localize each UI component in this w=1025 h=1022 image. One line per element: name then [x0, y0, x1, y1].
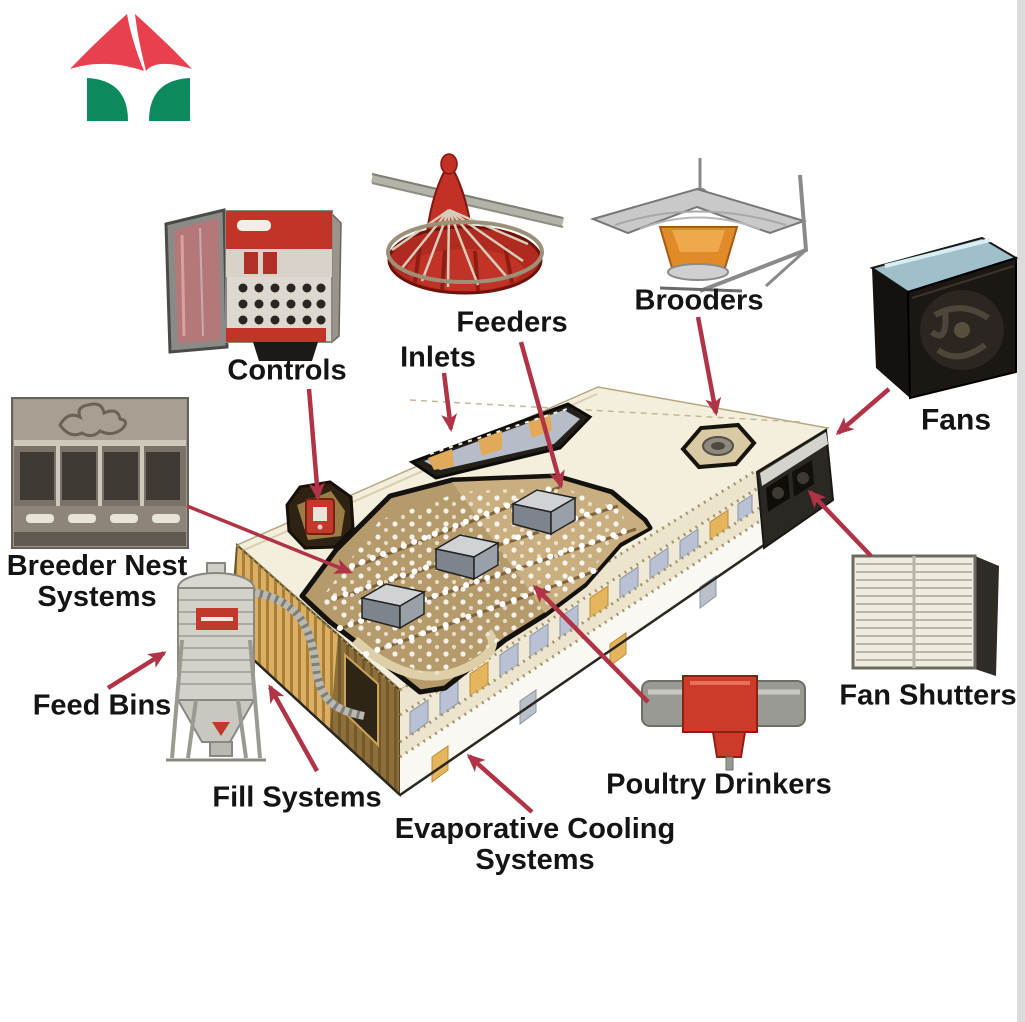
fan-blades [930, 305, 990, 360]
arrow-inlets [441, 372, 458, 432]
fan-shutter-photo [851, 554, 999, 676]
brooder-photo [589, 158, 809, 293]
hopper [510, 489, 578, 536]
label-breeder-nest-line2: Systems [37, 581, 157, 613]
label-feeders: Feeders [456, 306, 568, 339]
label-evaporative-line2: Systems [475, 844, 595, 876]
company-logo [70, 14, 192, 121]
sidewall-door [344, 652, 379, 748]
poultry-house-building [228, 386, 835, 798]
arrow-breeder-nest [186, 504, 353, 574]
label-breeder-nest-systems: Breeder Nest Systems [7, 551, 188, 613]
fan-photo [869, 236, 1019, 400]
logo-roof-right [135, 14, 192, 71]
logo-roof-left [70, 14, 144, 71]
label-breeder-nest-line1: Breeder Nest [6, 550, 188, 582]
logo-base-right [149, 78, 190, 121]
label-fill-systems: Fill Systems [212, 781, 382, 814]
label-controls: Controls [227, 354, 347, 387]
feeder-grill [391, 208, 529, 288]
arrow-fan-shutters [807, 489, 873, 558]
arrow-fans [835, 387, 891, 435]
arrow-feed-bins [106, 651, 167, 690]
label-evaporative-line1: Evaporative Cooling [394, 813, 676, 845]
nest-perch-slots [26, 514, 180, 523]
nest-openings [20, 446, 180, 506]
label-evaporative-cooling-systems: Evaporative Cooling Systems [395, 814, 675, 876]
silo-legs [170, 639, 262, 759]
label-fans: Fans [920, 403, 992, 437]
right-wall-base-line [399, 543, 765, 797]
hopper [359, 583, 427, 630]
callout-arrows [106, 316, 891, 814]
end-wall-fans [755, 428, 835, 550]
window-band [400, 488, 759, 742]
feeder-photo [370, 153, 565, 295]
arrow-brooders [695, 316, 722, 416]
scan-edge [1017, 0, 1025, 1022]
left-wall-base-line [229, 637, 401, 796]
controls-photo [164, 208, 342, 361]
arrow-evaporative-cooling [466, 754, 534, 814]
breeder-nest-photo [11, 397, 189, 549]
lower-sidewall [400, 521, 764, 795]
fill-system-auger-tube [251, 588, 365, 720]
control-knobs [238, 283, 326, 325]
arrow-controls [306, 388, 325, 501]
interior-cutaway [299, 473, 653, 695]
arrow-fill-systems [268, 684, 319, 773]
interior-feed-hoppers [359, 489, 578, 630]
label-poultry-drinkers: Poultry Drinkers [606, 768, 832, 801]
arrow-feeders [518, 341, 565, 489]
label-inlets: Inlets [400, 341, 476, 374]
chicken-rows [331, 483, 637, 657]
hopper [433, 534, 501, 581]
poultry-drinker-photo [641, 675, 806, 771]
lower-wall-doors [431, 575, 717, 783]
arrow-poultry-drinkers [532, 584, 650, 704]
nest-logo-squiggle [58, 402, 127, 438]
label-feed-bins: Feed Bins [32, 689, 172, 722]
roof-controls-cutout [285, 480, 355, 550]
label-fan-shutters: Fan Shutters [839, 679, 1017, 712]
logo-base-left [87, 78, 128, 121]
feed-bin-photo [166, 562, 266, 762]
label-brooders: Brooders [634, 284, 764, 317]
roof-brooder-hexagon [680, 422, 757, 470]
